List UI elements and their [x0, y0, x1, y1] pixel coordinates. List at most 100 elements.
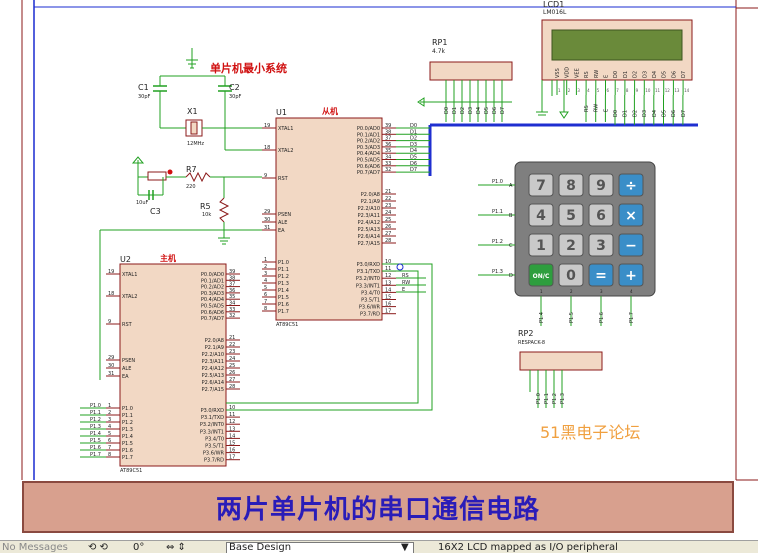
- mcu-pin-number: 39: [229, 269, 235, 275]
- mcu-pin-name: P2.6/A14: [202, 380, 224, 386]
- keypad-key[interactable]: [588, 233, 614, 257]
- mcu-pin-number: 16: [385, 302, 391, 308]
- mcu-pin-name: P1.7: [278, 309, 289, 315]
- mcu-pin-number: 11: [229, 412, 235, 418]
- keypad-row-label: P1.0: [492, 179, 503, 185]
- mcu-pin-name: P0.0/AD0: [201, 272, 224, 278]
- lcd-pin-number: 13: [674, 88, 680, 93]
- mcu-pin-number: 8: [108, 452, 111, 458]
- mcu-pin-name: P1.0: [122, 406, 133, 412]
- keypad-row-label: P1.3: [492, 269, 503, 275]
- keypad-key[interactable]: [618, 233, 644, 257]
- u1-bus-label: D2: [410, 136, 417, 142]
- keypad-key[interactable]: [558, 203, 584, 227]
- mcu-pin-number: 37: [229, 282, 235, 288]
- keypad-key[interactable]: [588, 263, 614, 287]
- mcu-pin-name: P2.7/A15: [202, 387, 224, 393]
- lcd-ctrl-label: RS: [584, 105, 590, 112]
- keypad-key[interactable]: [528, 233, 554, 257]
- lcd-pin-name: RW: [594, 70, 600, 78]
- lcd-part: LM016L: [543, 9, 567, 16]
- u2-p1-label: P1.1: [90, 410, 101, 416]
- mcu-pin-number: 30: [264, 217, 270, 223]
- keypad-key[interactable]: [558, 173, 584, 197]
- mcu-pin-name: P0.1/AD1: [357, 132, 380, 138]
- mcu-pin-name: P3.1/TXD: [357, 269, 380, 275]
- mcu-pin-number: 25: [385, 217, 391, 223]
- mcu-pin-name: P3.6/WR: [359, 305, 381, 311]
- rp1-ref: RP1: [432, 38, 447, 47]
- mcu-pin-name: P1.3: [278, 281, 289, 287]
- keypad-key[interactable]: [588, 173, 614, 197]
- mcu-pin-number: 2: [108, 410, 111, 416]
- mcu-pin-name: P0.1/AD1: [201, 278, 224, 284]
- undo-icon[interactable]: ⟲ ⟲: [88, 542, 108, 553]
- mcu-pin-number: 2: [264, 264, 267, 270]
- sheet-select[interactable]: [226, 542, 414, 553]
- mcu-pin-number: 21: [385, 189, 391, 195]
- lcd-pin-number: 14: [684, 88, 690, 93]
- lcd-data-label: D0: [613, 110, 619, 117]
- mcu-pin-number: 9: [108, 319, 111, 325]
- u1-bus-label: D7: [410, 167, 417, 173]
- mcu-pin-number: 31: [264, 225, 270, 231]
- keypad-key[interactable]: [618, 173, 644, 197]
- keypad-key[interactable]: [528, 203, 554, 227]
- mcu-pin-number: 35: [385, 148, 391, 154]
- mcu-pin-number: 8: [264, 306, 267, 312]
- u2-p1-label: P1.0: [90, 403, 101, 409]
- keypad-key-label: 3: [596, 238, 606, 254]
- mcu-pin-name: ALE: [122, 366, 131, 372]
- mcu-pin-name: P0.2/AD2: [357, 139, 380, 145]
- keypad-key[interactable]: [558, 233, 584, 257]
- messages-indicator[interactable]: No Messages: [2, 542, 68, 553]
- u1-bus-label: D6: [410, 161, 417, 167]
- mcu-pin-name: P1.2: [278, 274, 289, 280]
- mcu-pin-number: 5: [108, 431, 111, 437]
- mcu-pin-number: 1: [108, 403, 111, 409]
- rotation-angle[interactable]: 0°: [133, 542, 145, 553]
- mcu-pin-number: 18: [108, 291, 114, 297]
- lcd-pin-number: 2: [568, 88, 571, 93]
- keypad-key[interactable]: [558, 263, 584, 287]
- mcu-pin-number: 39: [385, 123, 391, 129]
- mcu-pin-name: P3.2/INT0: [356, 276, 380, 282]
- c2-ref: C2: [229, 83, 240, 92]
- chevron-down-icon[interactable]: ▼: [401, 542, 409, 553]
- rp1-pin-label: D6: [492, 107, 498, 114]
- mcu-pin-name: P2.4/A12: [358, 220, 380, 226]
- lcd-pin-name: VEE: [574, 68, 580, 78]
- mcu-pin-name: P2.5/A13: [358, 227, 380, 233]
- lcd-pin-number: 4: [587, 88, 590, 93]
- keypad-key[interactable]: [618, 263, 644, 287]
- mcu-pin-name: P0.0/AD0: [357, 126, 380, 132]
- mcu-pin-name: P3.3/INT1: [356, 283, 380, 289]
- keypad-key[interactable]: [618, 203, 644, 227]
- mcu-pin-number: 33: [385, 161, 391, 167]
- mcu-pin-name: P0.5/AD5: [357, 158, 380, 164]
- mcu-pin-number: 29: [264, 209, 270, 215]
- keypad-key[interactable]: [588, 203, 614, 227]
- mcu-pin-number: 7: [264, 299, 267, 305]
- keypad-key[interactable]: [528, 263, 554, 287]
- lcd-ref: LCD1: [543, 0, 564, 9]
- mcu-pin-number: 13: [229, 426, 235, 432]
- u2-p1-label: P1.5: [90, 438, 101, 444]
- mcu-pin-number: 32: [229, 313, 235, 319]
- mcu-pin-name: P3.5/T1: [205, 444, 224, 450]
- mcu-pin-name: P1.1: [278, 267, 289, 273]
- lcd-pin-number: 10: [645, 88, 651, 93]
- keypad-key[interactable]: [528, 173, 554, 197]
- lcd-data-label: D7: [681, 110, 687, 117]
- mcu-pin-number: 14: [385, 287, 391, 293]
- keypad-key-label: 9: [596, 178, 606, 194]
- lcd-pin-name: D4: [652, 71, 658, 78]
- rp1-value: 4.7k: [432, 48, 446, 55]
- c3-value: 10uF: [136, 200, 149, 206]
- mirror-icon[interactable]: ⇔ ⇕: [166, 542, 186, 553]
- lcd-data-label: D3: [642, 110, 648, 117]
- mcu-pin-number: 4: [108, 424, 111, 430]
- mcu-pin-number: 10: [229, 405, 235, 411]
